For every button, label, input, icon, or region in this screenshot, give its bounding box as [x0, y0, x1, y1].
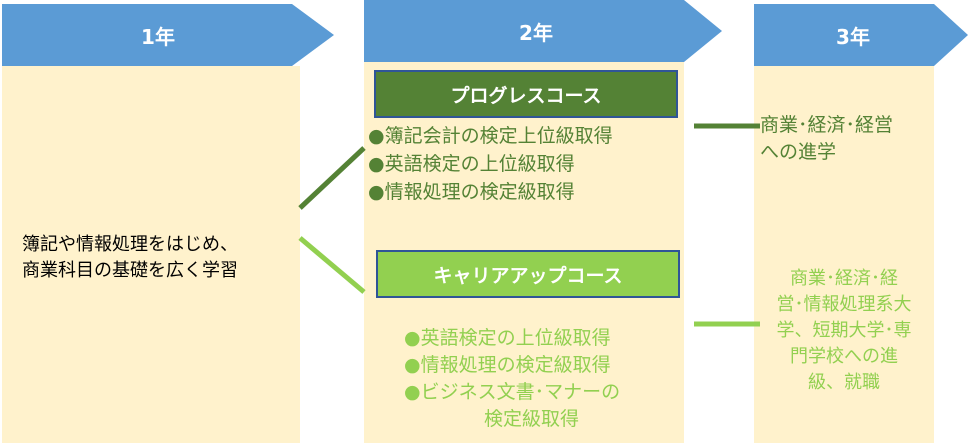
progress-course-list: ●簿記会計の検定上位級取得 ●英語検定の上位級取得 ●情報処理の検定級取得 [368, 122, 613, 206]
year3-header-label: 3年 [836, 24, 870, 49]
progress-course-title: プログレスコース [374, 70, 678, 118]
connector-to-career [298, 236, 366, 294]
year1-line-2: 商業科目の基礎を広く学習 [22, 260, 238, 281]
year2-header: 2年 [364, 0, 722, 62]
progress-outcome: 商業･経済･経営 への進学 [760, 112, 930, 166]
career-outcome-line-4: 門学校への進 [790, 346, 898, 367]
year1-line-1: 簿記や情報処理をはじめ、 [22, 234, 238, 255]
career-course-list: ●英語検定の上位級取得 ●情報処理の検定級取得 ●ビジネス文書･マナーの 検定級… [404, 325, 620, 433]
year3-panel [754, 66, 934, 443]
list-item: ●情報処理の検定級取得 [368, 181, 575, 203]
progress-course-title-text: プログレスコース [450, 84, 602, 107]
year1-description: 簿記や情報処理をはじめ、 商業科目の基礎を広く学習 [22, 232, 302, 284]
list-item: ●簿記会計の検定上位級取得 [368, 125, 613, 147]
career-outcome-line-1: 商業･経済･経 [790, 268, 898, 289]
progress-outcome-line-1: 商業･経済･経営 [760, 114, 894, 136]
year1-panel [2, 66, 300, 443]
career-course-title: キャリアアップコース [376, 250, 680, 298]
list-item-continuation: 検定級取得 [484, 408, 580, 430]
career-outcome-line-2: 営･情報処理系大 [776, 294, 912, 315]
career-course-title-text: キャリアアップコース [433, 264, 623, 287]
list-item: ●情報処理の検定級取得 [404, 354, 611, 376]
career-outcome-line-3: 学、短期大学･専 [776, 320, 912, 341]
progress-outcome-line-2: への進学 [760, 141, 837, 163]
list-item: ●英語検定の上位級取得 [404, 327, 611, 349]
connector-to-progress [298, 146, 366, 210]
career-outcome: 商業･経済･経 営･情報処理系大 学、短期大学･専 門学校への進 級、就職 [754, 266, 934, 396]
year2-header-label: 2年 [519, 20, 553, 45]
list-item: ●英語検定の上位級取得 [368, 153, 575, 175]
year3-header: 3年 [754, 4, 968, 66]
career-outcome-line-5: 級、就職 [808, 372, 880, 393]
year1-header-label: 1年 [141, 24, 175, 49]
year1-header: 1年 [2, 4, 334, 66]
list-item: ●ビジネス文書･マナーの [404, 381, 621, 403]
